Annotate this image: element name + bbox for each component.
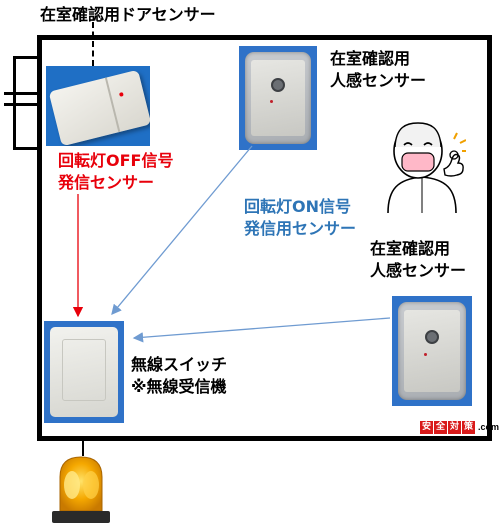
motion-sensor-lens xyxy=(425,329,439,344)
motion-sensor-led xyxy=(424,352,428,356)
rotating-warning-lamp-icon xyxy=(52,456,110,523)
off-signal-label-line1: 回転灯OFF信号 xyxy=(58,151,174,170)
on-signal-label-line1: 回転灯ON信号 xyxy=(244,197,351,216)
motion-sensor-top-photo xyxy=(239,46,317,150)
badge-char: 対 xyxy=(448,420,461,434)
badge-char: 安 xyxy=(420,420,433,434)
badge-domain: .com xyxy=(478,422,500,432)
motion-sensor-led xyxy=(270,99,274,103)
on-signal-label-line2: 発信用センサー xyxy=(244,219,357,238)
motion-sensor-face xyxy=(251,60,305,136)
motion-sensor-right-photo xyxy=(392,296,472,406)
door-symbol-bottom xyxy=(13,147,38,150)
brand-badge: 安 全 対 策 .com xyxy=(420,420,499,434)
door-frame-mark xyxy=(4,92,38,95)
badge-char: 策 xyxy=(462,420,475,434)
pir-top-label: 在室確認用 人感センサー xyxy=(330,48,426,92)
door-symbol-top xyxy=(13,56,38,59)
receiver-panel xyxy=(62,339,106,401)
receiver-body xyxy=(50,327,118,417)
pir-top-label-line1: 在室確認用 xyxy=(330,49,411,68)
pir-right-label-line1: 在室確認用 xyxy=(370,239,451,258)
pir-top-label-line2: 人感センサー xyxy=(330,71,427,90)
receiver-label-line2: ※無線受信機 xyxy=(131,377,227,396)
door-sensor-leader xyxy=(92,22,94,66)
door-sensor-photo xyxy=(46,66,150,146)
pir-right-label: 在室確認用 人感センサー xyxy=(370,238,466,282)
receiver-label-line1: 無線スイッチ xyxy=(131,355,228,374)
off-signal-label-line2: 発信センサー xyxy=(58,173,155,192)
badge-char: 全 xyxy=(434,420,447,434)
door-frame-mark xyxy=(4,103,38,106)
off-signal-label: 回転灯OFF信号 発信センサー xyxy=(58,150,173,194)
on-signal-arrow-top xyxy=(111,145,253,315)
room-outline xyxy=(37,35,492,441)
pir-right-label-line2: 人感センサー xyxy=(370,261,467,280)
on-signal-arrow-right xyxy=(132,317,391,343)
person-mask-ok-icon xyxy=(387,122,466,213)
on-signal-label: 回転灯ON信号 発信用センサー xyxy=(244,196,356,240)
wireless-receiver-photo xyxy=(44,321,124,423)
receiver-label: 無線スイッチ ※無線受信機 xyxy=(131,354,227,398)
motion-sensor-lens xyxy=(271,78,285,93)
motion-sensor-face xyxy=(404,310,460,392)
door-sensor-label: 在室確認用ドアセンサー xyxy=(40,5,216,24)
